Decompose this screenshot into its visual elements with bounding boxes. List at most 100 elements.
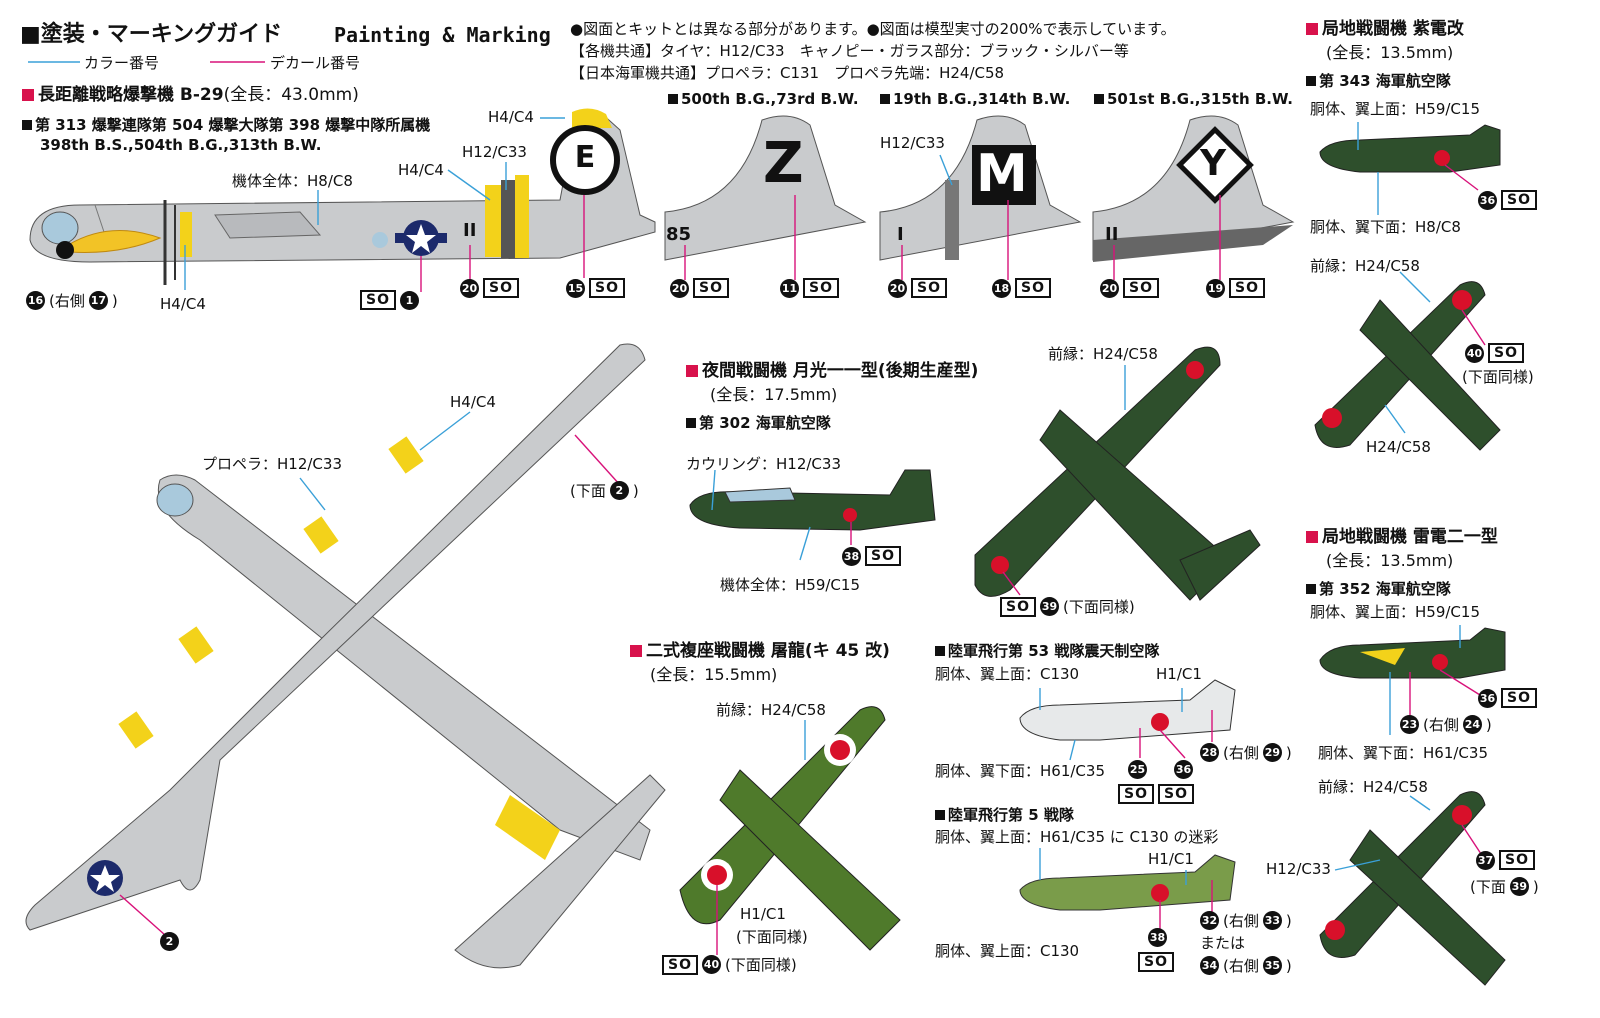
raiden-heading: 局地戦闘機 雷電二一型: [1306, 528, 1498, 546]
army5-decal-38: 38: [1148, 928, 1167, 947]
b29-side-drawing: [29, 108, 656, 285]
tail2-number: I: [897, 224, 904, 245]
raiden-top-drawing: [1319, 791, 1506, 986]
gekko-body-color: 機体全体：H59/C15: [720, 576, 860, 594]
b29-top-drawing: [25, 343, 666, 969]
legend-decal-label: デカール番号: [270, 54, 361, 72]
accent-square-icon: [686, 365, 698, 377]
army5-lower-color: 胴体、翼上面：C130: [935, 942, 1080, 960]
black-square-icon: [686, 418, 696, 428]
black-square-icon: [22, 120, 32, 130]
tail1-letter: Z: [763, 131, 804, 196]
army5-h1-color: H1/C1: [1148, 850, 1194, 868]
gekko-cowling-color: カウリング：H12/C33: [686, 455, 841, 473]
toryu-top-drawing: [679, 706, 901, 951]
raiden-side-drawing: [1319, 627, 1506, 679]
b29-tail-tip-color: H4/C4: [488, 108, 534, 126]
tail3-number: II: [1105, 224, 1119, 245]
raiden-length: (全長：13.5mm): [1326, 551, 1454, 570]
army5-upper-color: 胴体、翼上面：H61/C35 に C130 の迷彩: [935, 828, 1219, 846]
b29-heading: 長距離戦略爆撃機 B-29(全長：43.0mm): [22, 86, 359, 104]
raiden-front-color: 前縁：H24/C58: [1318, 778, 1428, 796]
leader-lines: [28, 61, 1486, 955]
note-general: ●図面とキットとは異なる部分があります。●図面は模型実寸の200%で表示していま…: [570, 20, 1176, 38]
shiden-h24-color: H24/C58: [1366, 438, 1431, 456]
b29-band-color: H12/C33: [462, 143, 527, 161]
black-square-icon: [880, 94, 890, 104]
toryu-heading: 二式複座戦闘機 屠龍(キ 45 改): [630, 642, 890, 660]
shiden-front-color: 前縁：H24/C58: [1310, 257, 1420, 275]
raiden-upper-color: 胴体、翼上面：H59/C15: [1310, 603, 1480, 621]
black-square-icon: [935, 646, 945, 656]
tail1-title: 500th B.G.,73rd B.W.: [668, 90, 859, 108]
army53-h1-color: H1/C1: [1156, 665, 1202, 683]
army53-heading: 陸軍飛行第 53 戦隊震天制空隊: [935, 642, 1159, 660]
army5-so: SO: [1138, 952, 1174, 972]
accent-square-icon: [630, 645, 642, 657]
guide-title-jp: ■塗装・マーキングガイド: [20, 22, 283, 47]
army5-or: または: [1200, 934, 1246, 952]
accent-square-icon: [1306, 23, 1318, 35]
b29-band-yellow-color: H4/C4: [398, 161, 444, 179]
shiden-heading: 局地戦闘機 紫電改: [1306, 20, 1464, 38]
note-navy: 【日本海軍機共通】プロペラ：C131 プロペラ先端：H24/C58: [570, 64, 1005, 82]
shiden-decal-40-note: (下面同様): [1462, 368, 1534, 386]
b29-top-engine-color: H4/C4: [450, 393, 496, 411]
toryu-h1-color: H1/C1: [740, 905, 786, 923]
raiden-h12-color: H12/C33: [1266, 860, 1331, 878]
accent-square-icon: [1306, 531, 1318, 543]
gekko-top-front-color: 前縁：H24/C58: [1048, 345, 1158, 363]
raiden-unit: 第 352 海軍航空隊: [1306, 580, 1451, 598]
gekko-unit: 第 302 海軍航空隊: [686, 414, 831, 432]
b29-nose-band-color: H4/C4: [160, 295, 206, 313]
gekko-top-drawing: [974, 346, 1261, 601]
raiden-lower-color: 胴体、翼下面：H61/C35: [1318, 744, 1488, 762]
shiden-unit: 第 343 海軍航空隊: [1306, 72, 1451, 90]
gekko-heading: 夜間戦闘機 月光一一型(後期生産型): [686, 362, 978, 380]
black-square-icon: [935, 810, 945, 820]
tail1-number: 85: [666, 224, 692, 245]
shiden-lower-color: 胴体、翼下面：H8/C8: [1310, 218, 1461, 236]
army53-decal-36: 36: [1174, 760, 1193, 779]
b29-body-color: 機体全体：H8/C8: [232, 172, 353, 190]
gekko-length: (全長：17.5mm): [710, 385, 838, 404]
tail2-color: H12/C33: [880, 134, 945, 152]
black-square-icon: [1094, 94, 1104, 104]
guide-title-en: Painting & Marking: [334, 23, 551, 47]
accent-square-icon: [22, 89, 34, 101]
legend-color-label: カラー番号: [84, 54, 160, 72]
black-square-icon: [668, 94, 678, 104]
tail-drawings: [664, 115, 1295, 262]
b29-tail-letter: E: [574, 140, 596, 175]
army5-side-drawing: [1019, 854, 1236, 911]
shiden-side-drawing: [1319, 124, 1501, 173]
tail3-title: 501st B.G.,315th B.W.: [1094, 90, 1293, 108]
army53-upper-color: 胴体、翼上面：C130: [935, 665, 1080, 683]
shiden-upper-color: 胴体、翼上面：H59/C15: [1310, 100, 1480, 118]
army5-heading: 陸軍飛行第 5 戦隊: [935, 806, 1074, 824]
black-square-icon: [1306, 76, 1316, 86]
b29-tail-number: II: [463, 220, 477, 241]
shiden-length: (全長：13.5mm): [1326, 43, 1454, 62]
tail3-letter: Y: [1200, 143, 1227, 184]
